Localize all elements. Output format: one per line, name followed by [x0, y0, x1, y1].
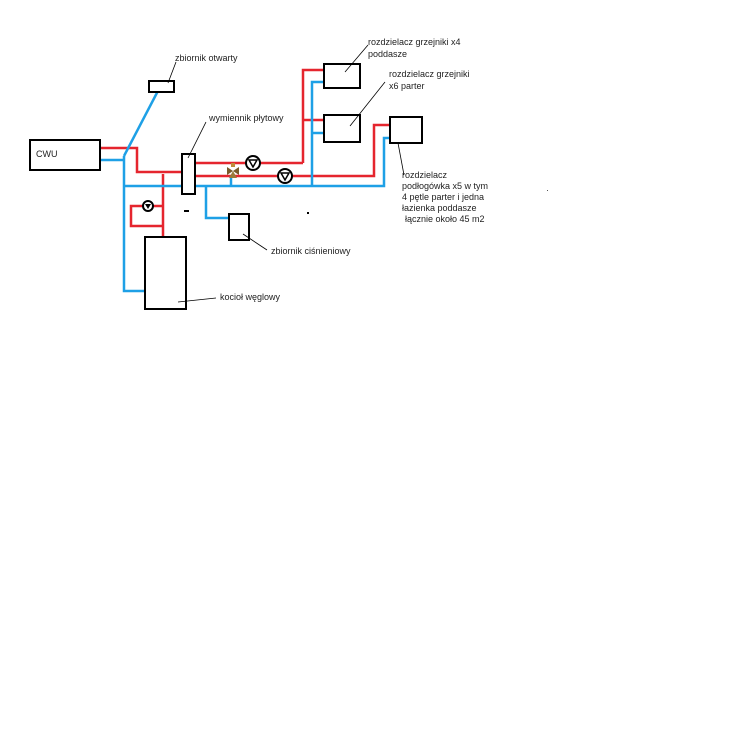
label-manifold-x4-line2: poddasze	[368, 49, 407, 59]
manifold-radiators-x4	[323, 63, 361, 89]
label-heat-exchanger: wymiennik płytowy	[208, 113, 284, 123]
pump-icon	[245, 155, 261, 171]
leader-lines	[167, 44, 405, 303]
hot-pipe-riser-x4	[301, 68, 324, 163]
cold-pipe-main	[124, 136, 390, 188]
cwu-tank	[29, 139, 101, 171]
cold-pipe-riser	[310, 80, 324, 186]
label-manifold-x6-line2: x6 parter	[389, 81, 425, 91]
dash-mark	[184, 210, 189, 212]
hot-pipes	[100, 68, 390, 237]
manifold-radiators-x6	[323, 114, 361, 143]
cold-pipe-pressure-tank	[204, 186, 229, 220]
label-underfloor-line4: łazienka poddasze	[402, 203, 477, 213]
cold-pipes	[100, 80, 390, 293]
mixing-valve-icon	[227, 163, 239, 178]
coal-boiler	[144, 236, 187, 310]
label-manifold-x4-line1: rozdzielacz grzejniki x4	[368, 37, 461, 47]
dot-mark	[307, 212, 309, 214]
plate-heat-exchanger	[181, 153, 196, 195]
manifold-underfloor	[389, 116, 423, 144]
label-underfloor-line3: 4 pętle parter i jedna	[402, 192, 484, 202]
cold-pipe-open-tank	[122, 86, 162, 157]
dot-mark	[547, 190, 548, 191]
open-expansion-tank	[148, 80, 175, 93]
cold-pipe-boiler-return	[122, 156, 145, 293]
label-underfloor-line5: łącznie około 45 m2	[405, 214, 485, 224]
label-underfloor-line1: rozdzielacz	[402, 170, 448, 180]
label-pressure-tank: zbiornik ciśnieniowy	[271, 246, 351, 256]
hot-pipe-cwu	[100, 146, 182, 174]
label-coal-boiler: kocioł węglowy	[220, 292, 281, 302]
label-open-tank: zbiornik otwarty	[175, 53, 238, 63]
label-underfloor-line2: podłogówka x5 w tym	[402, 181, 488, 191]
pump-icon	[277, 168, 293, 184]
pressure-expansion-tank	[228, 213, 250, 241]
label-manifold-x6-line1: rozdzielacz grzejniki	[389, 69, 470, 79]
label-cwu: CWU	[36, 149, 58, 159]
pump-icon	[142, 200, 154, 212]
